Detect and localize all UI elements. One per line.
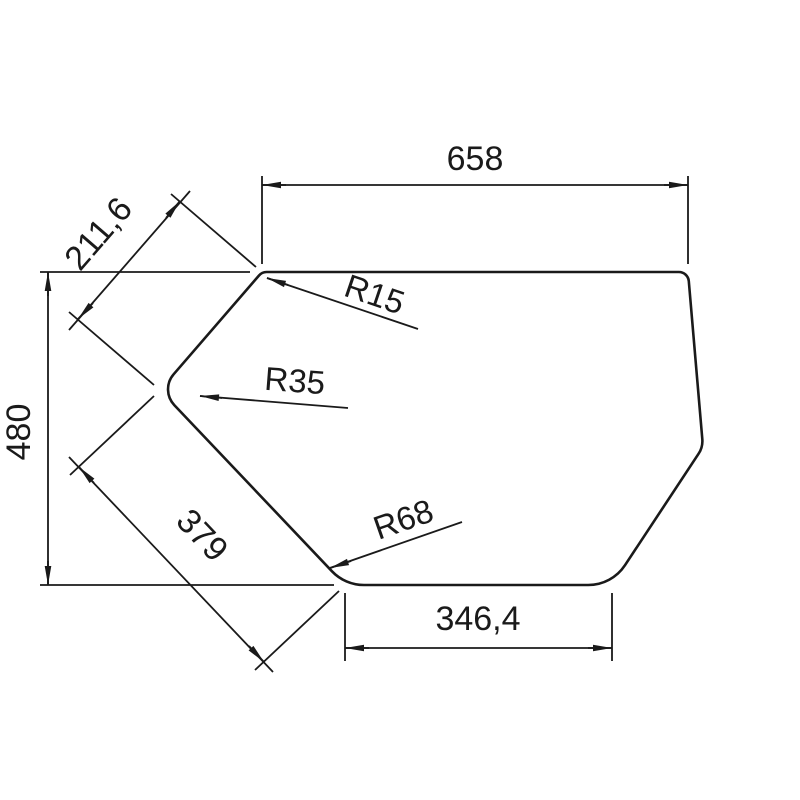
radius-r68-label: R68 — [369, 492, 438, 547]
arrowhead — [329, 558, 352, 569]
dim-bottom-width-label: 346,4 — [435, 600, 520, 638]
dim-top-width-label: 658 — [447, 140, 504, 178]
arrowhead — [77, 302, 94, 320]
dim-top-width: 658 — [261, 140, 689, 264]
leader-line — [266, 277, 419, 330]
radius-callout-r15: R15 — [266, 267, 419, 330]
extension-line — [170, 193, 257, 268]
dim-lower-left-edge-label: 379 — [169, 502, 236, 569]
radius-callout-r35: R35 — [199, 360, 349, 409]
dim-height-label: 480 — [0, 404, 38, 461]
sink-outline — [166, 270, 704, 587]
dim-upper-left-edge: 211,6 — [57, 190, 257, 386]
extension-line — [69, 395, 155, 476]
dim-bottom-width: 346,4 — [344, 593, 613, 661]
arrowhead — [78, 466, 95, 484]
radius-r15-label: R15 — [340, 267, 409, 321]
extension-line — [68, 311, 155, 386]
leader-line — [329, 521, 463, 569]
arrowhead — [199, 394, 223, 402]
arrowhead — [165, 200, 181, 219]
arrowhead — [248, 645, 265, 663]
dim-upper-left-edge-label: 211,6 — [57, 190, 140, 277]
extension-line — [254, 590, 340, 671]
arrowhead — [266, 277, 289, 288]
radius-callout-r68: R68 — [329, 492, 463, 569]
dimension-line — [68, 456, 274, 673]
dim-height: 480 — [0, 271, 334, 586]
leader-line — [199, 395, 349, 409]
radius-r35-label: R35 — [263, 360, 326, 402]
